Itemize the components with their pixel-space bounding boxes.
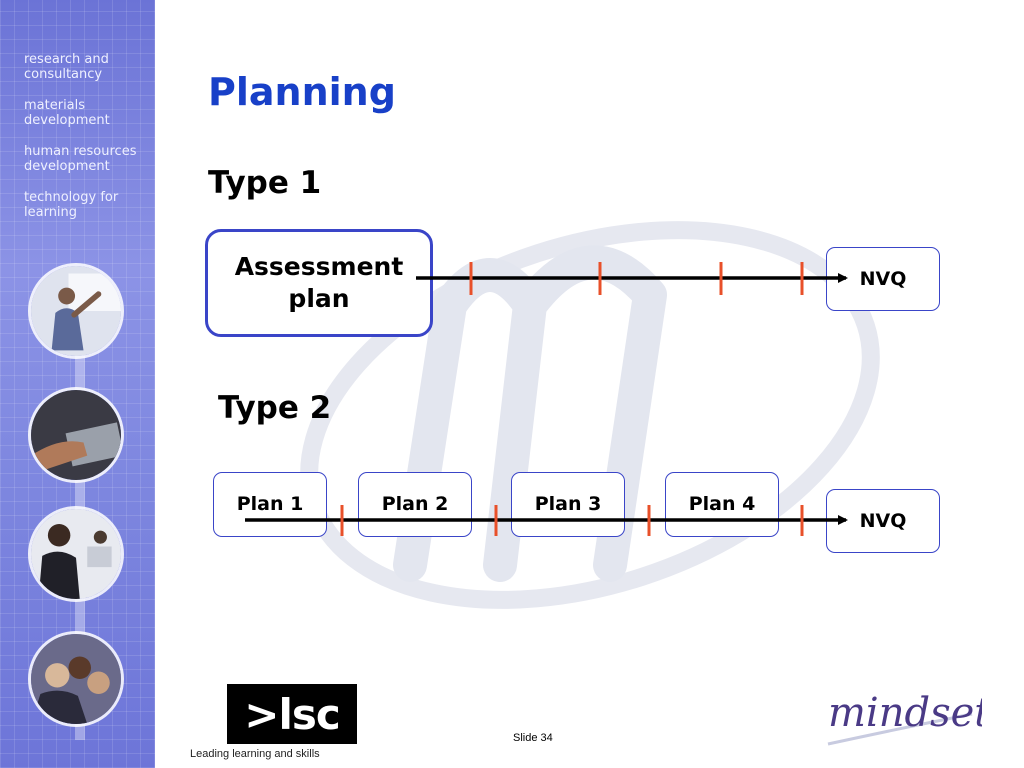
plan-box-1: Plan 1	[213, 472, 327, 537]
photo-computer-users	[28, 506, 124, 602]
photo-group	[28, 631, 124, 727]
plan-box-4: Plan 4	[665, 472, 779, 537]
type2-label: Type 2	[218, 390, 332, 426]
photo-presenter	[28, 263, 124, 359]
lsc-logo: >lsc	[227, 684, 357, 744]
plan-label-2: Plan 2	[381, 493, 449, 515]
type1-nvq-label: NVQ	[859, 268, 907, 290]
menu-item-materials: materials development	[24, 98, 110, 128]
plan-label-4: Plan 4	[688, 493, 756, 515]
menu-item-hr: human resources development	[24, 144, 137, 174]
menu-item-research: research and consultancy	[24, 52, 109, 82]
sidebar-menu: research and consultancy materials devel…	[24, 52, 149, 236]
lsc-tagline: Leading learning and skills	[190, 748, 320, 760]
plan-box-2: Plan 2	[358, 472, 472, 537]
photo-keyboard	[28, 387, 124, 483]
plan-label-3: Plan 3	[534, 493, 602, 515]
plan-label-1: Plan 1	[236, 493, 304, 515]
assessment-plan-box: Assessment plan	[205, 229, 433, 337]
sidebar: research and consultancy materials devel…	[0, 0, 155, 768]
page-title: Planning	[208, 70, 396, 114]
type2-nvq-label: NVQ	[859, 510, 907, 532]
plan-box-3: Plan 3	[511, 472, 625, 537]
type1-nvq-box: NVQ	[826, 247, 940, 311]
mindset-wordmark: mindset	[828, 690, 982, 736]
assessment-plan-label: Assessment plan	[234, 252, 404, 313]
mindset-logo: mindset	[827, 690, 982, 746]
type2-nvq-box: NVQ	[826, 489, 940, 553]
slide-number: Slide 34	[513, 732, 553, 744]
menu-item-technology: technology for learning	[24, 190, 119, 220]
type1-label: Type 1	[208, 165, 322, 201]
